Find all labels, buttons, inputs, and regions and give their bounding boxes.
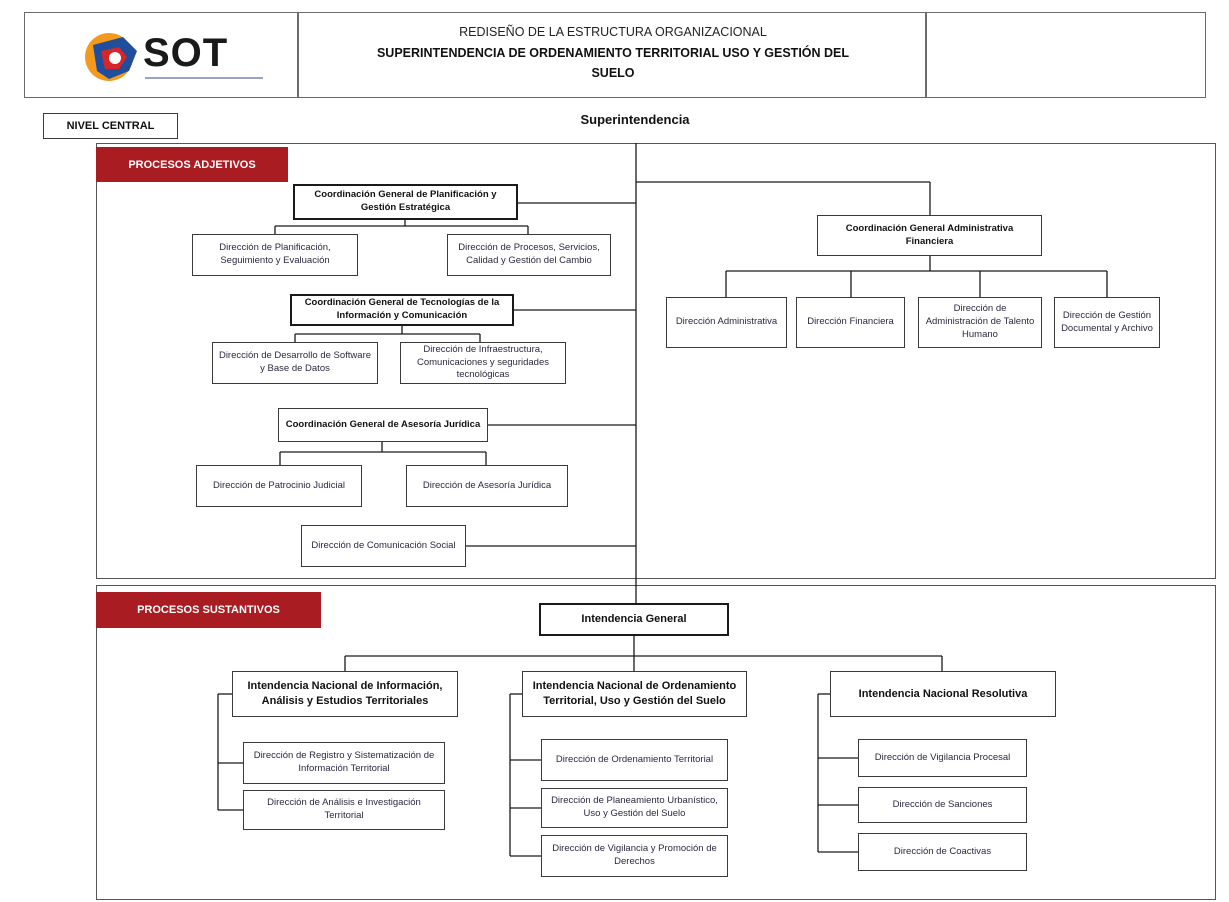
intendencia-ordenamiento: Intendencia Nacional de Ordenamiento Ter…	[522, 671, 747, 717]
adjetivos-frame	[96, 143, 1216, 579]
coord-juridica: Coordinación General de Asesoría Jurídic…	[278, 408, 488, 442]
sot-logo-icon	[85, 33, 137, 81]
logo-text: SOT	[143, 31, 229, 75]
superintendencia-title: Superintendencia	[580, 112, 690, 127]
coord-administrativa: Coordinación General Administrativa Fina…	[817, 215, 1042, 256]
dir-patrocinio: Dirección de Patrocinio Judicial	[196, 465, 362, 507]
title-line-3: SUELO	[591, 66, 635, 80]
sustantivos-frame	[96, 585, 1216, 900]
logo-tagline-rule	[145, 77, 263, 79]
dir-asesoria: Dirección de Asesoría Jurídica	[406, 465, 568, 507]
title-line-2: SUPERINTENDENCIA DE ORDENAMIENTO TERRITO…	[376, 46, 850, 60]
dir-gestion-documental: Dirección de Gestión Documental y Archiv…	[1054, 297, 1160, 348]
title-cell: REDISEÑO DE LA ESTRUCTURA ORGANIZACIONAL…	[298, 12, 926, 98]
logo-cell: SOT	[24, 12, 298, 98]
coord-tecnologias: Coordinación General de Tecnologías de l…	[290, 294, 514, 326]
dir-infraestructura: Dirección de Infraestructura, Comunicaci…	[400, 342, 566, 384]
procesos-sustantivos-tag: PROCESOS SUSTANTIVOS	[96, 592, 321, 628]
intendencia-general: Intendencia General	[539, 603, 729, 636]
dir-talento-humano: Dirección de Administración de Talento H…	[918, 297, 1042, 348]
dir-administrativa: Dirección Administrativa	[666, 297, 787, 348]
dir-registro: Dirección de Registro y Sistematización …	[243, 742, 445, 784]
dir-financiera: Dirección Financiera	[796, 297, 905, 348]
dir-desarrollo-software: Dirección de Desarrollo de Software y Ba…	[212, 342, 378, 384]
nivel-central-label: NIVEL CENTRAL	[43, 113, 178, 139]
dir-vigilancia-derechos: Dirección de Vigilancia y Promoción de D…	[541, 835, 728, 877]
blank-cell	[926, 12, 1206, 98]
dir-planificacion: Dirección de Planificación, Seguimiento …	[192, 234, 358, 276]
dir-vigilancia-procesal: Dirección de Vigilancia Procesal	[858, 739, 1027, 777]
dir-sanciones: Dirección de Sanciones	[858, 787, 1027, 823]
dir-planeamiento: Dirección de Planeamiento Urbanístico, U…	[541, 788, 728, 828]
dir-comunicacion: Dirección de Comunicación Social	[301, 525, 466, 567]
intendencia-informacion: Intendencia Nacional de Información, Aná…	[232, 671, 458, 717]
procesos-adjetivos-tag: PROCESOS ADJETIVOS	[96, 147, 288, 182]
title-line-1: REDISEÑO DE LA ESTRUCTURA ORGANIZACIONAL	[459, 25, 767, 39]
dir-analisis: Dirección de Análisis e Investigación Te…	[243, 790, 445, 830]
intendencia-resolutiva: Intendencia Nacional Resolutiva	[830, 671, 1056, 717]
dir-procesos: Dirección de Procesos, Servicios, Calida…	[447, 234, 611, 276]
dir-ordenamiento: Dirección de Ordenamiento Territorial	[541, 739, 728, 781]
coord-planificacion: Coordinación General de Planificación y …	[293, 184, 518, 220]
dir-coactivas: Dirección de Coactivas	[858, 833, 1027, 871]
